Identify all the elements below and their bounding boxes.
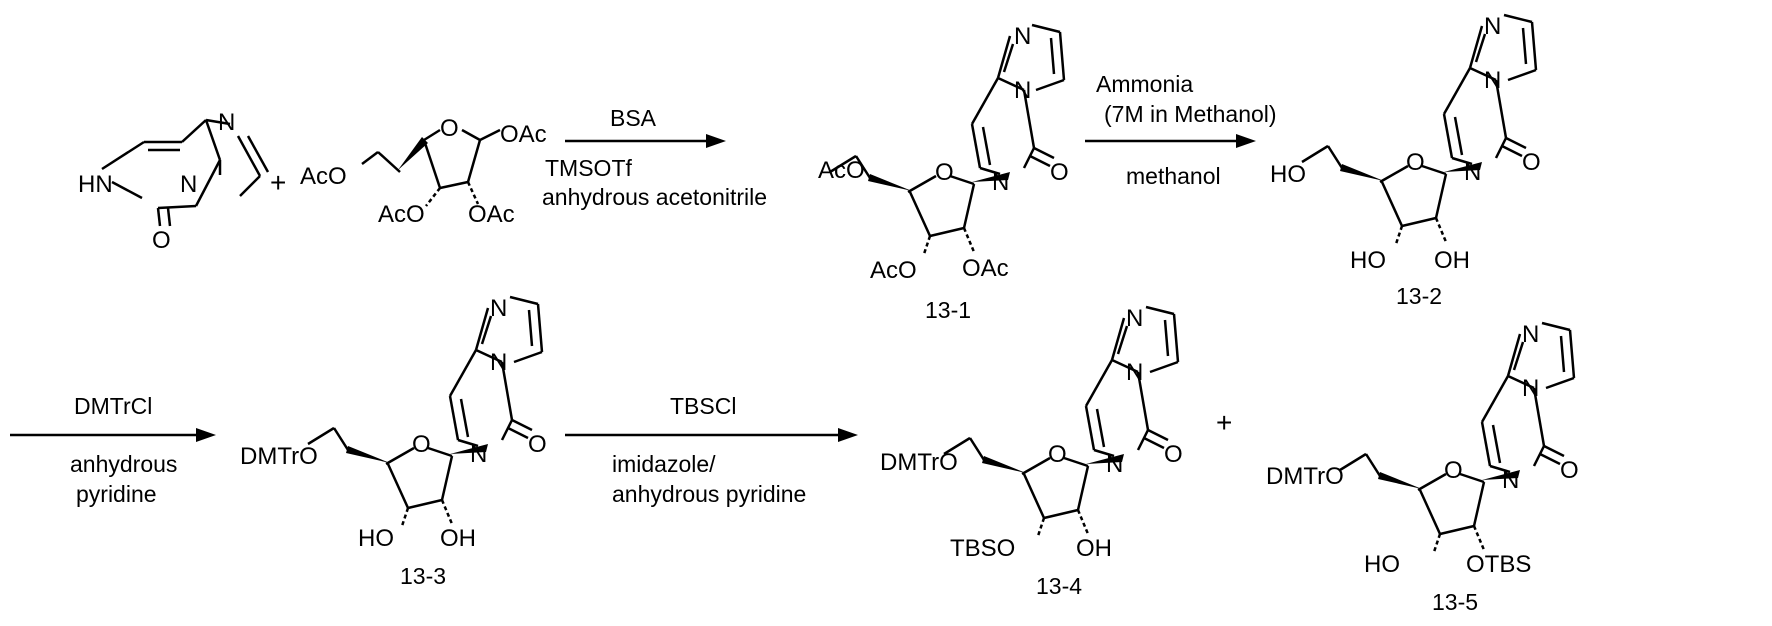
reagent-methanol: methanol bbox=[1126, 163, 1221, 189]
atom-n: N bbox=[1106, 451, 1123, 478]
molecule-13-5: N N N O O DMTrO HO OTBS 13-5 bbox=[1266, 321, 1579, 615]
atom-o: O bbox=[1406, 149, 1425, 176]
atom-o: O bbox=[528, 431, 547, 458]
compound-label: 13-5 bbox=[1432, 589, 1478, 615]
atom-n: N bbox=[1464, 159, 1481, 186]
atom-o: O bbox=[935, 159, 954, 186]
atom-oh: OH bbox=[1434, 247, 1470, 274]
atom-n: N bbox=[218, 109, 235, 136]
atom-aco: AcO bbox=[378, 201, 425, 228]
compound-label: 13-4 bbox=[1036, 573, 1082, 599]
atom-n: N bbox=[1014, 77, 1031, 104]
atom-o: O bbox=[1560, 457, 1579, 484]
atom-o: O bbox=[440, 115, 459, 142]
atom-n: N bbox=[1522, 321, 1539, 348]
molecule-13-4: N N N O O DMTrO TBSO OH 13-4 bbox=[880, 305, 1183, 599]
atom-ho: HO bbox=[1364, 551, 1400, 578]
reagent-ammonia-conc: (7M in Methanol) bbox=[1104, 101, 1277, 127]
atom-dmtro: DMTrO bbox=[1266, 463, 1344, 490]
reagent-tmsotf: TMSOTf bbox=[545, 155, 632, 181]
atom-n: N bbox=[490, 349, 507, 376]
reaction-arrow-2: Ammonia (7M in Methanol) methanol bbox=[1085, 71, 1277, 189]
reagent-solvent: anhydrous pyridine bbox=[612, 481, 806, 507]
atom-o: O bbox=[1522, 149, 1541, 176]
atom-aco: AcO bbox=[818, 157, 865, 184]
reaction-arrow-3: DMTrCl anhydrous pyridine bbox=[10, 393, 216, 507]
reagent-bsa: BSA bbox=[610, 105, 657, 131]
atom-oh: OH bbox=[1076, 535, 1112, 562]
atom-oac: OAc bbox=[468, 201, 515, 228]
atom-n: N bbox=[180, 171, 197, 198]
atom-n: N bbox=[1014, 23, 1031, 50]
atom-ho: HO bbox=[1350, 247, 1386, 274]
atom-oac: OAc bbox=[962, 255, 1009, 282]
compound-label: 13-3 bbox=[400, 563, 446, 589]
molecule-starting-base: N HN N O bbox=[78, 109, 268, 254]
reaction-arrow-1: BSA TMSOTf anhydrous acetonitrile bbox=[542, 105, 767, 210]
atom-dmtro: DMTrO bbox=[880, 449, 958, 476]
atom-aco: AcO bbox=[300, 163, 347, 190]
molecule-13-3: N N N O O DMTrO HO OH 13-3 bbox=[240, 295, 547, 589]
atom-tbso: TBSO bbox=[950, 535, 1015, 562]
molecule-13-1: N N N O O AcO AcO OAc 13-1 bbox=[818, 23, 1069, 323]
reaction-arrow-4: TBSCl imidazole/ anhydrous pyridine bbox=[565, 393, 858, 507]
atom-hn: HN bbox=[78, 171, 113, 198]
atom-o: O bbox=[152, 227, 171, 254]
molecule-ribose-tetraacetate: O OAc AcO AcO OAc bbox=[300, 115, 547, 228]
reagent-solvent: anhydrous acetonitrile bbox=[542, 184, 767, 210]
atom-n: N bbox=[1502, 467, 1519, 494]
reagent-solvent: anhydrous bbox=[70, 451, 177, 477]
molecule-13-2: N N N O O HO HO OH 13-2 bbox=[1270, 13, 1541, 309]
atom-n: N bbox=[490, 295, 507, 322]
atom-o: O bbox=[412, 431, 431, 458]
atom-dmtro: DMTrO bbox=[240, 443, 318, 470]
atom-n: N bbox=[1484, 13, 1501, 40]
atom-otbs: OTBS bbox=[1466, 551, 1531, 578]
atom-n: N bbox=[1522, 375, 1539, 402]
reagent-solvent: pyridine bbox=[76, 481, 157, 507]
atom-aco: AcO bbox=[870, 257, 917, 284]
atom-n: N bbox=[992, 169, 1009, 196]
reagent-dmtrcl: DMTrCl bbox=[74, 393, 152, 419]
reagent-tbscl: TBSCl bbox=[670, 393, 736, 419]
atom-n: N bbox=[470, 441, 487, 468]
atom-ho: HO bbox=[358, 525, 394, 552]
reagent-ammonia: Ammonia bbox=[1096, 71, 1193, 97]
atom-o: O bbox=[1050, 159, 1069, 186]
plus-sign: + bbox=[270, 167, 286, 198]
atom-o: O bbox=[1048, 441, 1067, 468]
atom-oac: OAc bbox=[500, 121, 547, 148]
compound-label: 13-1 bbox=[925, 297, 971, 323]
atom-n: N bbox=[1484, 67, 1501, 94]
atom-oh: OH bbox=[440, 525, 476, 552]
atom-o: O bbox=[1164, 441, 1183, 468]
reagent-imidazole: imidazole/ bbox=[612, 451, 716, 477]
compound-label: 13-2 bbox=[1396, 283, 1442, 309]
atom-n: N bbox=[1126, 359, 1143, 386]
atom-n: N bbox=[1126, 305, 1143, 332]
atom-o: O bbox=[1444, 457, 1463, 484]
atom-ho: HO bbox=[1270, 161, 1306, 188]
plus-sign: + bbox=[1216, 407, 1232, 438]
